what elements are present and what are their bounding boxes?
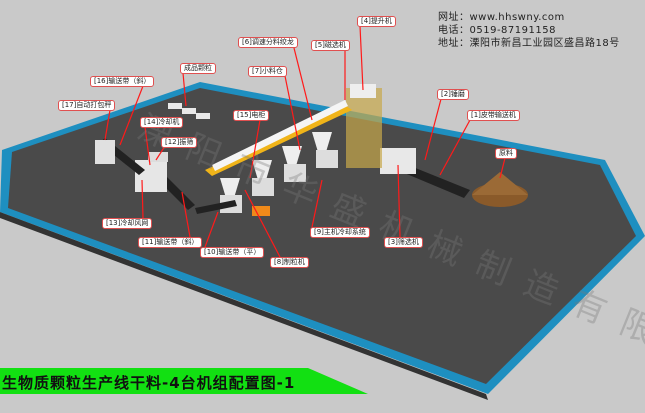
page-title: 生物质颗粒生产线干料-4台机组配置图-1: [2, 374, 296, 392]
distribution-auger: [212, 100, 348, 171]
label-flat-conveyor: [10]输送带（平）: [200, 247, 265, 258]
label-finished-pellets: 成品颗粒: [180, 63, 216, 74]
distribution-auger-gantry: [205, 105, 352, 176]
leader-raw: [499, 157, 506, 179]
label-packing-scale: [17]自动打包秤: [58, 100, 116, 111]
label-magnetic-separator: [5]磁选机: [311, 40, 350, 51]
label-small-bin: [7]小料仓: [248, 66, 287, 77]
label-hammer-mill: [2]锤磨: [437, 89, 469, 100]
label-pellet-mill: [8]制粒机: [270, 257, 309, 268]
elevator-tower: [346, 88, 382, 168]
cooler: [135, 160, 167, 192]
label-cooling-system: [9]主机冷却系统: [310, 227, 370, 238]
label-distribution-auger: [6]调速分料绞龙: [238, 37, 298, 48]
title-banner-shape: [0, 368, 368, 394]
leader-2: [424, 98, 442, 161]
label-elevator: [4]提升机: [357, 16, 396, 27]
leader-10: [204, 211, 219, 248]
pellet-mill-4: [316, 150, 338, 168]
product-bag: [182, 108, 196, 114]
elevator-head: [350, 84, 376, 98]
leader-12: [155, 145, 166, 161]
small-bin-2: [252, 160, 272, 180]
leader-9: [311, 179, 323, 228]
leader-11: [181, 191, 191, 238]
label-vibrating-screen: [12]振筛: [161, 137, 198, 148]
flat-conveyor: [195, 200, 237, 214]
leader-15: [249, 119, 261, 179]
label-inclined-conveyor-16: [16]输送带（斜）: [90, 76, 155, 87]
product-bag: [168, 103, 182, 109]
label-electric-cabinet: [15]电柜: [233, 110, 270, 121]
label-raw-material: 原料: [495, 148, 517, 159]
leader-product: [182, 72, 187, 107]
small-bin-3: [282, 146, 302, 166]
leader-16: [119, 85, 144, 146]
address-text: 地址：溧阳市新昌工业园区盛昌路18号: [438, 38, 620, 49]
packing-scale: [95, 140, 115, 164]
raw-material-pile-top: [472, 172, 528, 195]
label-screener: [3]筛选机: [384, 237, 423, 248]
label-cooling-air-net: [13]冷却风网: [102, 218, 153, 229]
leader-13: [141, 179, 144, 219]
small-bin-4: [312, 132, 332, 152]
label-belt-conveyor: [1]皮带输送机: [467, 110, 520, 121]
leader-3: [397, 164, 401, 238]
leader-7: [284, 75, 301, 151]
leader-1: [439, 119, 471, 176]
leader-8: [244, 189, 281, 258]
label-inclined-conveyor-11: [11]输送带（斜）: [138, 237, 203, 248]
leader-lines: [104, 25, 506, 258]
contact-info: 网址：www.hhswny.com 电话：0519-87191158 地址：溧阳…: [438, 11, 620, 50]
website-text: 网址：www.hhswny.com: [438, 12, 565, 23]
pellet-mill-3: [284, 164, 306, 182]
orange-cart: [252, 206, 270, 216]
leader-4: [359, 25, 364, 91]
phone-text: 电话：0519-87191158: [438, 25, 556, 36]
small-bin-1: [220, 178, 240, 198]
leader-14: [144, 126, 151, 166]
leader-6: [293, 47, 313, 121]
floor-side: [0, 212, 488, 400]
title-banner: 生物质颗粒生产线干料-4台机组配置图-1: [0, 368, 370, 394]
label-cooler: [14]冷却机: [140, 117, 184, 128]
belt-conveyor-1: [402, 165, 470, 198]
product-bag: [196, 113, 210, 119]
pellet-mill-2: [252, 178, 274, 196]
leader-17: [104, 109, 111, 141]
